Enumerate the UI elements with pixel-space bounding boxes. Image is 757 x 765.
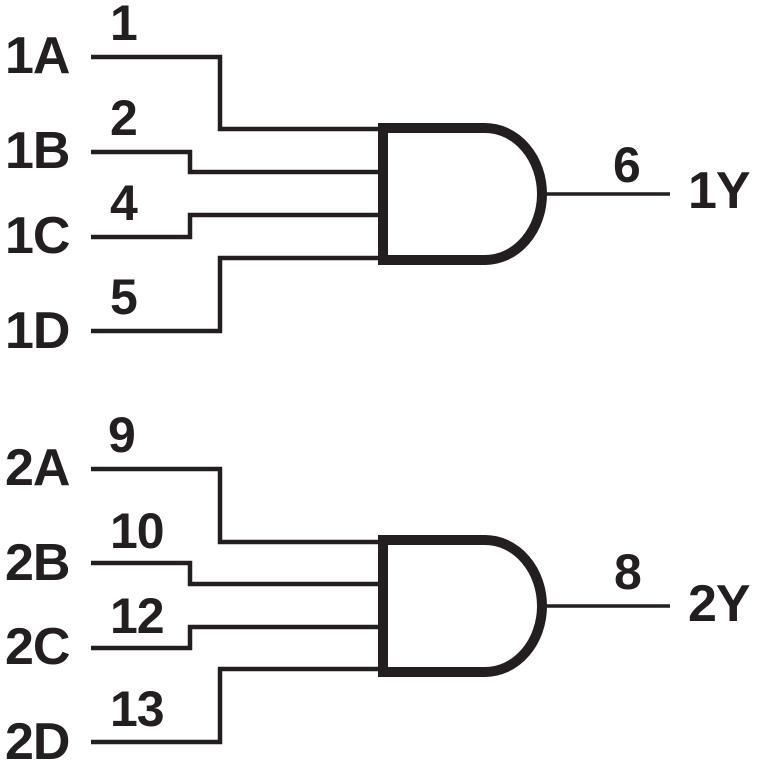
pin-number-8: 8 — [614, 544, 641, 600]
input-label-2d: 2D — [5, 713, 69, 765]
input-label-1a: 1A — [5, 27, 70, 85]
wire-layer — [91, 54, 383, 745]
gate-layer — [378, 123, 547, 677]
input-label-1d: 1D — [5, 302, 69, 360]
output-wire-layer — [540, 192, 670, 608]
and-gate-1-body — [378, 123, 547, 265]
input-label-1c: 1C — [5, 207, 70, 265]
and-gate-2-body — [378, 535, 547, 677]
wire-2b — [91, 560, 383, 587]
input-label-2b: 2B — [5, 534, 69, 592]
wire-2d — [91, 666, 383, 745]
wire-1a — [91, 54, 383, 132]
pin-number-6: 6 — [613, 137, 640, 193]
pin-number-12: 12 — [110, 588, 164, 644]
wire-2c — [91, 624, 383, 651]
pin-number-10: 10 — [110, 503, 164, 559]
input-label-2a: 2A — [5, 439, 70, 497]
output-label-2y: 2Y — [688, 575, 750, 633]
pin-number-5: 5 — [110, 269, 137, 325]
output-label-1y: 1Y — [688, 162, 750, 220]
wire-1c — [91, 212, 383, 240]
pin-number-2: 2 — [110, 90, 137, 146]
wire-2a — [91, 466, 383, 545]
pin-number-13: 13 — [110, 681, 164, 737]
label-layer: 1A 1B 1C 1D 1 2 4 5 6 1Y 2A 2B 2C 2D 9 1… — [5, 0, 751, 765]
input-label-2c: 2C — [5, 618, 70, 676]
input-label-1b: 1B — [5, 122, 69, 180]
pin-number-9: 9 — [108, 407, 135, 463]
pin-number-1: 1 — [110, 0, 137, 51]
pin-number-4: 4 — [110, 175, 138, 231]
wire-1d — [91, 255, 383, 334]
wire-1b — [91, 149, 383, 175]
